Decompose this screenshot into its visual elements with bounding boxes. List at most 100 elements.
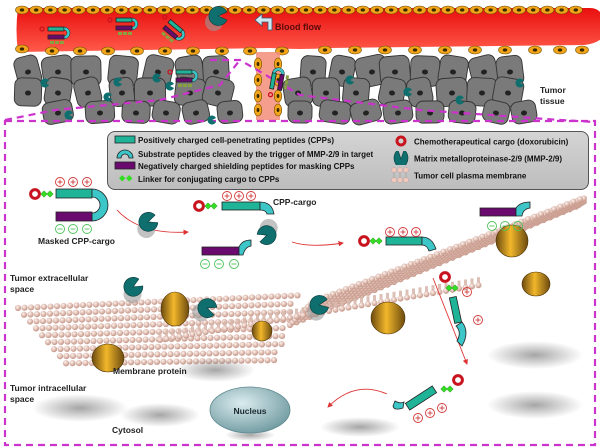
- lipid-head: [85, 308, 93, 316]
- lipid-head: [213, 342, 220, 349]
- lipid-tail: [347, 299, 350, 306]
- lipid-head: [200, 335, 208, 342]
- lipid-head: [98, 315, 105, 322]
- cpp-peptide: [115, 17, 133, 23]
- lipid-head: [33, 311, 41, 318]
- tumor-cell: [121, 100, 151, 124]
- lipid-head: [65, 324, 72, 331]
- endothelial-cell: [253, 103, 263, 117]
- negative-charge-icon: [513, 221, 523, 231]
- lipid-head: [76, 352, 83, 359]
- lipid-tail: [464, 279, 467, 286]
- lipid-head: [163, 335, 170, 342]
- lipid-head: [180, 343, 188, 350]
- lipid-head: [82, 359, 89, 367]
- lipid-head: [239, 341, 246, 349]
- lipid-head: [430, 290, 436, 297]
- lipid-head: [59, 317, 66, 324]
- linker-icon: [40, 190, 54, 198]
- lipid-head: [254, 302, 262, 309]
- membrane-protein: [251, 320, 273, 342]
- lipid-head: [71, 323, 79, 331]
- lipid-head: [261, 301, 268, 308]
- endothelial-cell: [15, 44, 29, 54]
- lipid-head: [77, 331, 85, 338]
- lipid-head: [475, 282, 482, 289]
- lipid-head: [235, 323, 241, 330]
- substrate-peptide: [91, 188, 109, 222]
- mmp-enzyme-icon: [256, 218, 278, 245]
- lipid-head: [58, 331, 65, 338]
- mmp-enzyme-icon: [165, 81, 174, 91]
- endothelial-cell: [270, 5, 285, 15]
- cpp-cargo: [358, 227, 437, 252]
- lipid-head: [233, 334, 240, 341]
- lipid-head: [124, 314, 131, 321]
- legend-text: Positively charged cell-penetrating pept…: [138, 136, 335, 145]
- tumor-cell: [287, 100, 313, 124]
- lipid-head: [258, 341, 266, 348]
- lipid-head: [469, 283, 475, 290]
- masked-cpp-cargo-label: Masked CPP-cargo: [38, 236, 115, 246]
- lipid-head: [453, 243, 460, 250]
- lipid-head: [99, 301, 106, 308]
- lipid-head: [62, 360, 70, 367]
- lipid-head: [153, 358, 161, 366]
- doxorubicin-cargo-icon: [193, 200, 205, 212]
- lipid-head: [544, 208, 551, 215]
- lipid-head: [47, 303, 54, 310]
- membrane-lipids-icon: [390, 167, 414, 185]
- lipid-head: [109, 337, 117, 344]
- cytosol-label: Cytosol: [112, 425, 144, 435]
- lipid-head: [199, 350, 207, 357]
- cpp-peptide: [448, 295, 463, 324]
- lipid-tail: [386, 292, 389, 299]
- endothelial-cell: [341, 5, 356, 15]
- intracellular-label: Tumor intracellular space: [10, 383, 87, 404]
- lipid-head: [79, 309, 86, 316]
- lipid-head: [225, 349, 233, 357]
- lipid-head: [537, 211, 545, 218]
- substrate-fragment: [392, 400, 405, 410]
- lipid-head: [91, 316, 99, 323]
- shield-peptide: [479, 207, 517, 217]
- negative-charge-icon: [82, 224, 92, 234]
- lipid-head: [40, 303, 48, 310]
- lipid-head: [112, 300, 119, 307]
- masked-cpp-in-blood: [107, 17, 139, 35]
- lipid-head: [64, 338, 71, 345]
- cpp-bar-icon: [114, 135, 138, 146]
- lipid-head: [170, 334, 176, 341]
- lipid-head: [219, 350, 226, 357]
- lipid-head: [268, 293, 275, 300]
- lipid-head: [226, 342, 233, 349]
- lipid-head: [394, 266, 401, 273]
- lipid-head: [167, 343, 175, 350]
- shield-peptide: [162, 25, 179, 40]
- positive-charge-icon: [246, 191, 256, 201]
- lipid-head: [280, 300, 288, 308]
- lipid-head: [134, 351, 142, 358]
- lipid-head: [135, 336, 143, 343]
- lipid-tail: [470, 278, 474, 285]
- lipid-head: [104, 322, 111, 330]
- lipid-tail: [431, 285, 435, 292]
- lipid-tail: [425, 286, 428, 293]
- positive-charge-icon: [55, 177, 65, 187]
- membrane-protein: [495, 224, 529, 258]
- negative-charge-icon: [487, 221, 497, 231]
- endothelial-cell: [313, 5, 328, 15]
- endothelial-cell: [158, 46, 172, 56]
- lipid-head: [187, 343, 194, 350]
- lipid-head: [50, 346, 58, 353]
- lipid-head: [104, 315, 112, 322]
- mmp-pacman-icon: [390, 149, 414, 168]
- lipid-head: [247, 310, 255, 317]
- doxorubicin-cargo-icon: [29, 188, 41, 200]
- lipid-head: [26, 318, 34, 325]
- lipid-tail: [158, 332, 162, 338]
- lipid-head: [216, 295, 223, 303]
- lipid-head: [129, 329, 137, 336]
- svg-text:Nucleus: Nucleus: [233, 406, 266, 416]
- lipid-head: [188, 320, 196, 327]
